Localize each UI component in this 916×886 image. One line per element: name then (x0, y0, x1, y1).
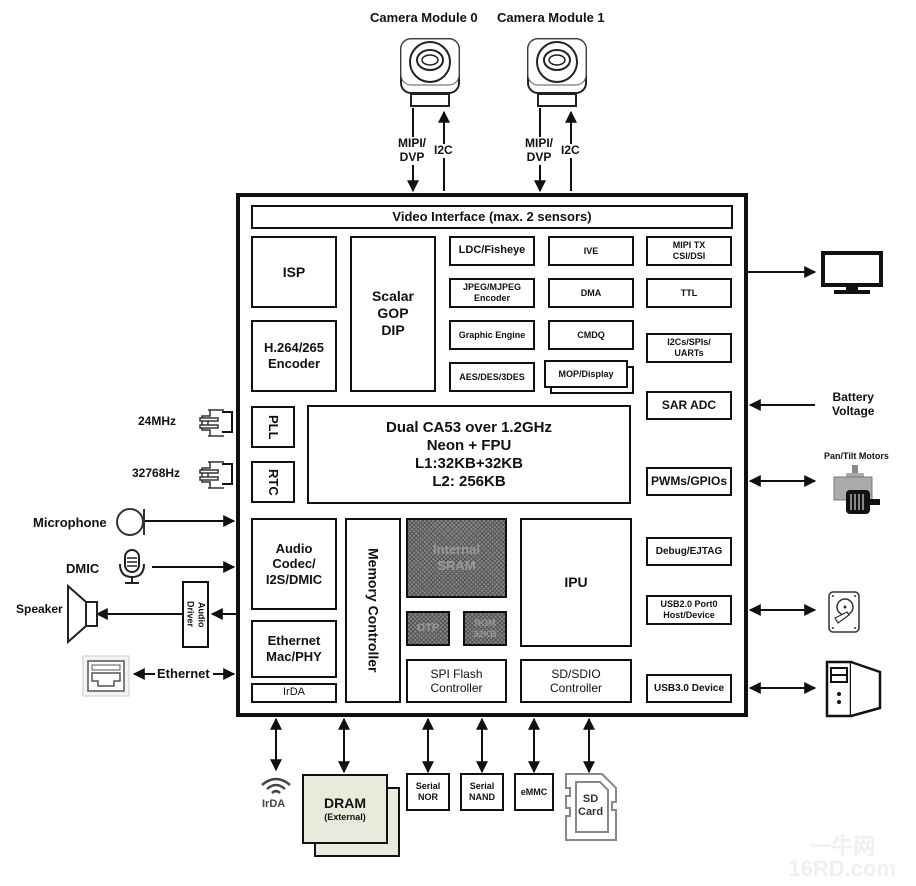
crystal-32k-wire (222, 463, 233, 485)
sdio-controller-block: SD/SDIO Controller (520, 659, 632, 703)
clock-24mhz-label: 24MHz (138, 414, 177, 428)
sd-card-label: SD Card (578, 793, 604, 818)
sar-adc-block: SAR ADC (646, 391, 732, 420)
camera-1-label: Camera Module 1 (497, 10, 605, 25)
jpeg-encoder-block: JPEG/MJPEG Encoder (449, 278, 535, 308)
i2c-spi-uart-block: I2Cs/SPIs/ UARTs (646, 333, 732, 363)
dram-sublabel: (External) (324, 812, 366, 822)
desktop-pc-icon (825, 660, 882, 718)
crystal-24m-wire (222, 411, 233, 433)
serial-nor-block: Serial NOR (406, 773, 450, 811)
irda-label: IrDA (262, 798, 286, 810)
pan-tilt-motor-icon (833, 465, 880, 514)
irda-wireless-icon (261, 777, 291, 794)
usb2-block: USB2.0 Port0 Host/Device (646, 595, 732, 625)
emmc-block: eMMC (514, 773, 554, 811)
dmic-icon (119, 549, 145, 584)
dma-block: DMA (548, 278, 634, 308)
otp-block: OTP (406, 611, 450, 646)
ethernet-label: Ethernet (157, 666, 210, 681)
memory-controller-block: Memory Controller (345, 518, 401, 703)
scalar-gop-dip-block: Scalar GOP DIP (350, 236, 436, 392)
debug-ejtag-block: Debug/EJTAG (646, 537, 732, 566)
cam0-i2c-label: I2C (434, 143, 453, 158)
mipi-tx-block: MIPI TX CSI/DSI (646, 236, 732, 266)
aes-block: AES/DES/3DES (449, 362, 535, 392)
mop-display-block: MOP/Display (544, 360, 628, 388)
cam0-mipi-label: MIPI/ DVP (398, 136, 427, 165)
audio-driver-block: Audio Driver (182, 581, 209, 648)
audio-codec-block: Audio Codec/ I2S/DMIC (251, 518, 337, 610)
camera-module-0-icon (400, 38, 460, 107)
camera-module-1-icon (527, 38, 587, 107)
soc-chip-outline (236, 193, 748, 717)
battery-voltage-label: Battery Voltage (832, 390, 875, 418)
ipu-block: IPU (520, 518, 632, 647)
ethernet-mac-block: Ethernet Mac/PHY (251, 620, 337, 678)
dram-block: DRAM (External) (302, 774, 388, 844)
cmdq-block: CMDQ (548, 320, 634, 350)
pan-tilt-motors-label: Pan/Tilt Motors (824, 451, 889, 461)
dram-label: DRAM (324, 795, 366, 812)
serial-nand-block: Serial NAND (460, 773, 504, 811)
cam1-i2c-label: I2C (561, 143, 580, 158)
ttl-block: TTL (646, 278, 732, 308)
rom-block: ROM 32KB (463, 611, 507, 646)
cam1-mipi-label: MIPI/ DVP (525, 136, 554, 165)
display-monitor-icon (821, 251, 883, 294)
microphone-label: Microphone (33, 515, 107, 530)
h264-encoder-block: H.264/265 Encoder (251, 320, 337, 392)
speaker-icon (67, 584, 98, 644)
ethernet-port-icon (82, 655, 130, 697)
crystal-24mhz-icon (199, 409, 224, 437)
crystal-32768hz-icon (199, 461, 224, 489)
hard-drive-icon (828, 591, 860, 633)
watermark: 一牛网 16RD.com (788, 834, 896, 881)
internal-sram-block: Internal SRAM (406, 518, 507, 598)
usb3-block: USB3.0 Device (646, 674, 732, 703)
microphone-icon (116, 508, 145, 536)
isp-block: ISP (251, 236, 337, 308)
cpu-block: Dual CA53 over 1.2GHz Neon + FPU L1:32KB… (307, 405, 631, 504)
graphic-engine-block: Graphic Engine (449, 320, 535, 350)
pll-block: PLL (251, 406, 295, 448)
camera-0-label: Camera Module 0 (370, 10, 478, 25)
dmic-label: DMIC (66, 561, 100, 576)
spi-flash-controller-block: SPI Flash Controller (406, 659, 507, 703)
speaker-label: Speaker (16, 602, 63, 616)
ive-block: IVE (548, 236, 634, 266)
clock-32768hz-label: 32768Hz (132, 466, 181, 480)
ldc-fisheye-block: LDC/Fisheye (449, 236, 535, 266)
irda-block: IrDA (251, 683, 337, 703)
sd-card-icon (565, 773, 617, 841)
rtc-block: RTC (251, 461, 295, 503)
pwm-gpio-block: PWMs/GPIOs (646, 467, 732, 496)
video-interface-block: Video Interface (max. 2 sensors) (251, 205, 733, 229)
